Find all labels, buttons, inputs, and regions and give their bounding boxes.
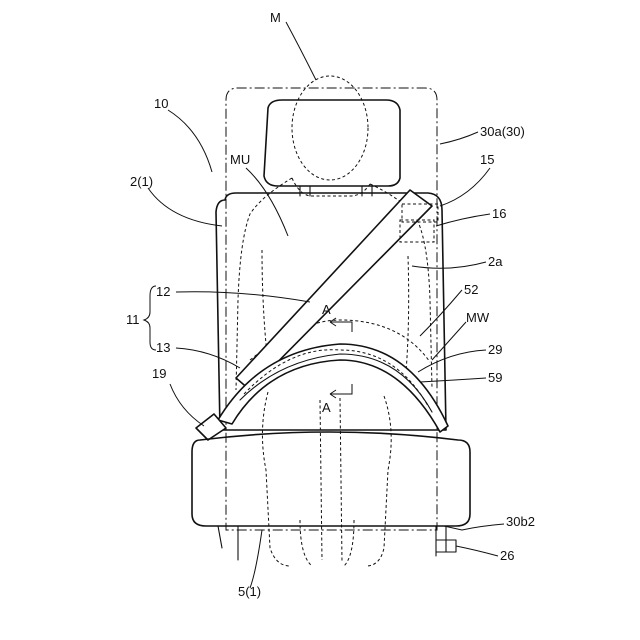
label-13: 13 [156,340,170,355]
headrest-stay-right [362,186,372,196]
leader-2a [412,262,486,268]
label-12: 12 [156,284,170,299]
leader-13 [176,348,240,368]
leader-M [286,22,316,80]
label-A-top: A [322,302,331,317]
leader-16 [436,214,490,226]
vehicle-frame-outline [226,88,437,530]
leader-12 [176,292,310,302]
seat-leg-left [218,526,238,560]
leader-30a [440,132,478,144]
headrest [264,100,400,186]
seat-cushion [192,432,470,526]
label-M: M [270,10,281,25]
leader-10 [168,110,212,172]
label-59: 59 [488,370,502,385]
leader-19 [170,384,204,426]
label-30a: 30a(30) [480,124,525,139]
occupant-legs [262,392,391,566]
lap-belt-13 [218,344,448,432]
leader-2_1 [148,188,222,226]
label-16: 16 [492,206,506,221]
label-15: 15 [480,152,494,167]
label-A-bottom: A [322,400,331,415]
label-52: 52 [464,282,478,297]
leader-52 [420,290,462,336]
leader-26 [456,546,498,556]
headrest-stay-left [300,186,310,196]
label-10: 10 [154,96,168,111]
label-MU: MU [230,152,250,167]
section-line-bottom [330,384,352,394]
label-11: 11 [126,312,140,327]
label-26: 26 [500,548,514,563]
label-MW: MW [466,310,490,325]
leader-30b2 [462,524,504,530]
label-2-1: 2(1) [130,174,153,189]
occupant-legs-inner [300,520,354,566]
label-29: 29 [488,342,502,357]
label-5-1: 5(1) [238,584,261,599]
occupant-arm-right [406,256,409,372]
leader-15 [440,168,490,206]
leader-5_1 [250,530,262,588]
leader-29 [418,350,486,372]
occupant-head [292,76,368,180]
leader-MU [246,168,288,236]
label-19: 19 [152,366,166,381]
leader-59 [420,378,486,382]
section-line-top [330,322,352,332]
label-30b2: 30b2 [506,514,535,529]
label-2a: 2a [488,254,503,269]
leader-11-brace [144,286,156,350]
